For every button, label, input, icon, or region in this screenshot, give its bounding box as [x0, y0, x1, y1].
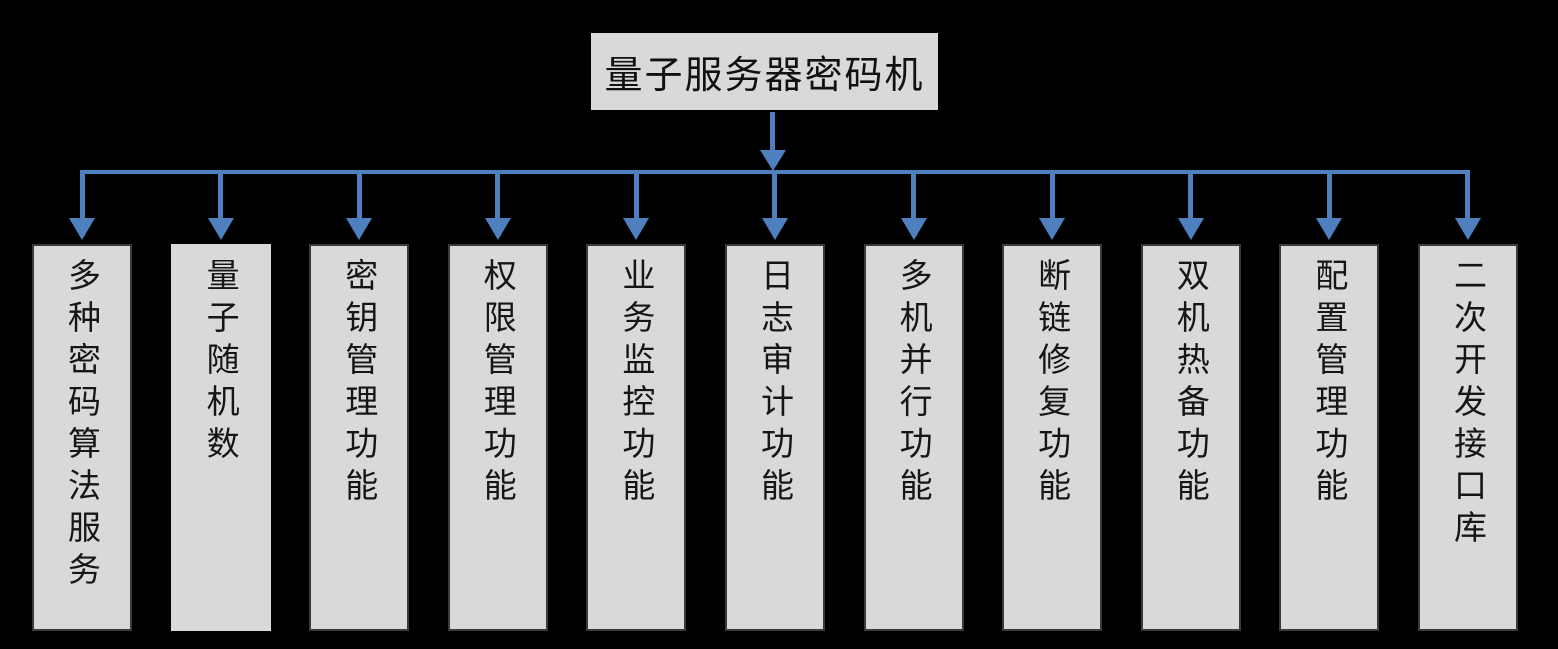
- column-log-audit: 日志审计功能: [724, 174, 825, 631]
- node-link-repair: 断链修复功能: [1002, 244, 1103, 631]
- root-down-arrow-icon: [760, 150, 786, 171]
- node-label: 日志审计功能: [755, 258, 795, 510]
- node-key-management: 密钥管理功能: [309, 244, 410, 631]
- down-arrow-icon: [1177, 174, 1204, 240]
- column-multi-algorithm: 多种密码算法服务: [32, 174, 132, 631]
- node-label: 双机热备功能: [1171, 258, 1211, 510]
- node-hot-standby: 双机热备功能: [1140, 244, 1241, 631]
- connector-bus-line: [80, 170, 1470, 174]
- column-multi-machine-parallel: 多机并行功能: [863, 174, 964, 631]
- down-arrow-icon: [900, 174, 927, 240]
- root-node: 量子服务器密码机: [591, 33, 938, 110]
- node-business-monitoring: 业务监控功能: [586, 244, 687, 631]
- node-label: 多机并行功能: [894, 258, 934, 510]
- node-label: 二次开发接口库: [1448, 258, 1488, 552]
- column-sdk-library: 二次开发接口库: [1417, 174, 1518, 631]
- node-label: 业务监控功能: [616, 258, 656, 510]
- down-arrow-icon: [1316, 174, 1343, 240]
- down-arrow-icon: [1039, 174, 1066, 240]
- node-label: 量子随机数: [201, 258, 241, 468]
- node-multi-machine-parallel: 多机并行功能: [863, 244, 964, 631]
- column-permission-management: 权限管理功能: [447, 174, 548, 631]
- column-link-repair: 断链修复功能: [1002, 174, 1103, 631]
- node-sdk-library: 二次开发接口库: [1417, 244, 1518, 631]
- column-hot-standby: 双机热备功能: [1140, 174, 1241, 631]
- down-arrow-icon: [761, 174, 788, 240]
- node-label: 密钥管理功能: [339, 258, 379, 510]
- down-arrow-icon: [623, 174, 650, 240]
- node-label: 配置管理功能: [1309, 258, 1349, 510]
- node-label: 多种密码算法服务: [62, 258, 102, 594]
- down-arrow-icon: [1454, 174, 1481, 240]
- column-quantum-random: 量子随机数: [170, 174, 271, 631]
- node-quantum-random: 量子随机数: [170, 244, 271, 631]
- down-arrow-icon: [69, 174, 95, 240]
- down-arrow-icon: [207, 174, 234, 240]
- column-business-monitoring: 业务监控功能: [586, 174, 687, 631]
- node-permission-management: 权限管理功能: [447, 244, 548, 631]
- root-node-label: 量子服务器密码机: [604, 53, 925, 97]
- column-config-management: 配置管理功能: [1279, 174, 1380, 631]
- node-config-management: 配置管理功能: [1279, 244, 1380, 631]
- down-arrow-icon: [346, 174, 373, 240]
- column-key-management: 密钥管理功能: [309, 174, 410, 631]
- node-label: 权限管理功能: [478, 258, 518, 510]
- down-arrow-icon: [484, 174, 511, 240]
- root-connector-line: [770, 112, 775, 152]
- node-label: 断链修复功能: [1032, 258, 1072, 510]
- node-multi-algorithm: 多种密码算法服务: [32, 244, 132, 631]
- child-nodes-row: 多种密码算法服务 量子随机数 密钥管理功能 权限管理功能 业务监控功能: [32, 174, 1518, 631]
- node-log-audit: 日志审计功能: [724, 244, 825, 631]
